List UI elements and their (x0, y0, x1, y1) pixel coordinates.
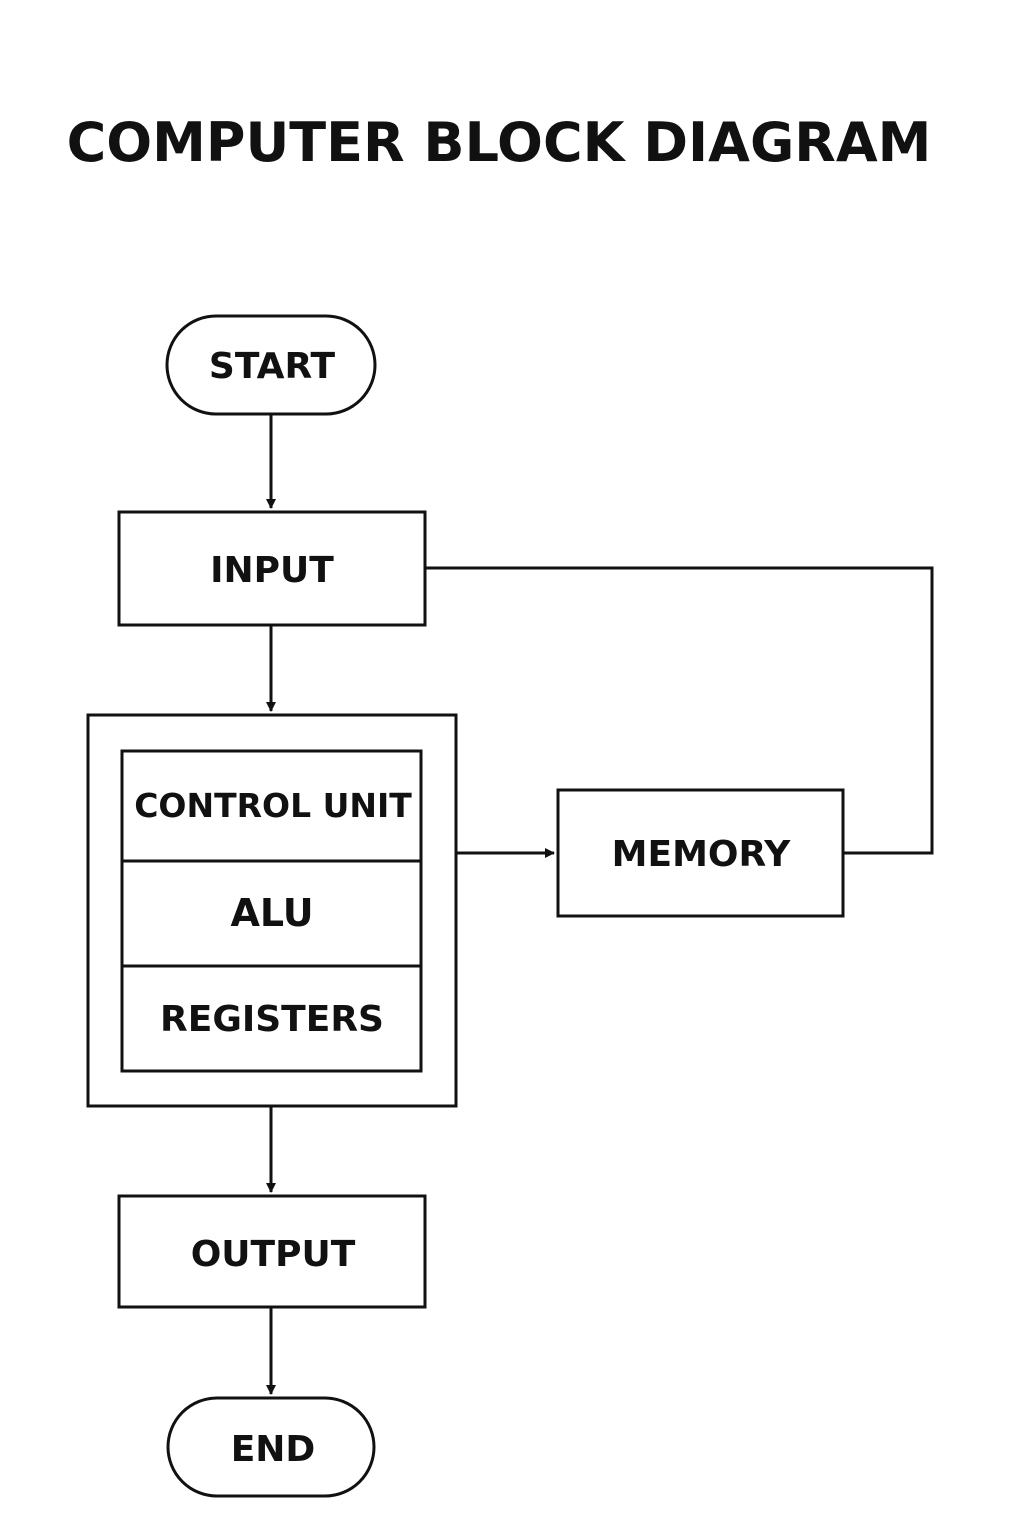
memory-node: MEMORY (556, 788, 845, 918)
alu-label: ALU (230, 891, 313, 935)
end-label: END (231, 1429, 316, 1470)
output-label: OUTPUT (191, 1234, 356, 1275)
end-node: END (166, 1396, 376, 1498)
input-label: INPUT (210, 550, 334, 591)
registers-label: REGISTERS (160, 999, 384, 1040)
control-unit-label: CONTROL UNIT (134, 786, 412, 825)
start-label: START (209, 346, 336, 387)
input-node: INPUT (117, 510, 427, 627)
line-input-to-memory (425, 566, 934, 855)
output-node: OUTPUT (117, 1194, 427, 1309)
diagram-title: COMPUTER BLOCK DIAGRAM (67, 111, 932, 174)
cpu-block: CONTROL UNIT ALU REGISTERS (86, 713, 458, 1108)
memory-label: MEMORY (612, 834, 792, 875)
start-node: START (165, 314, 377, 416)
